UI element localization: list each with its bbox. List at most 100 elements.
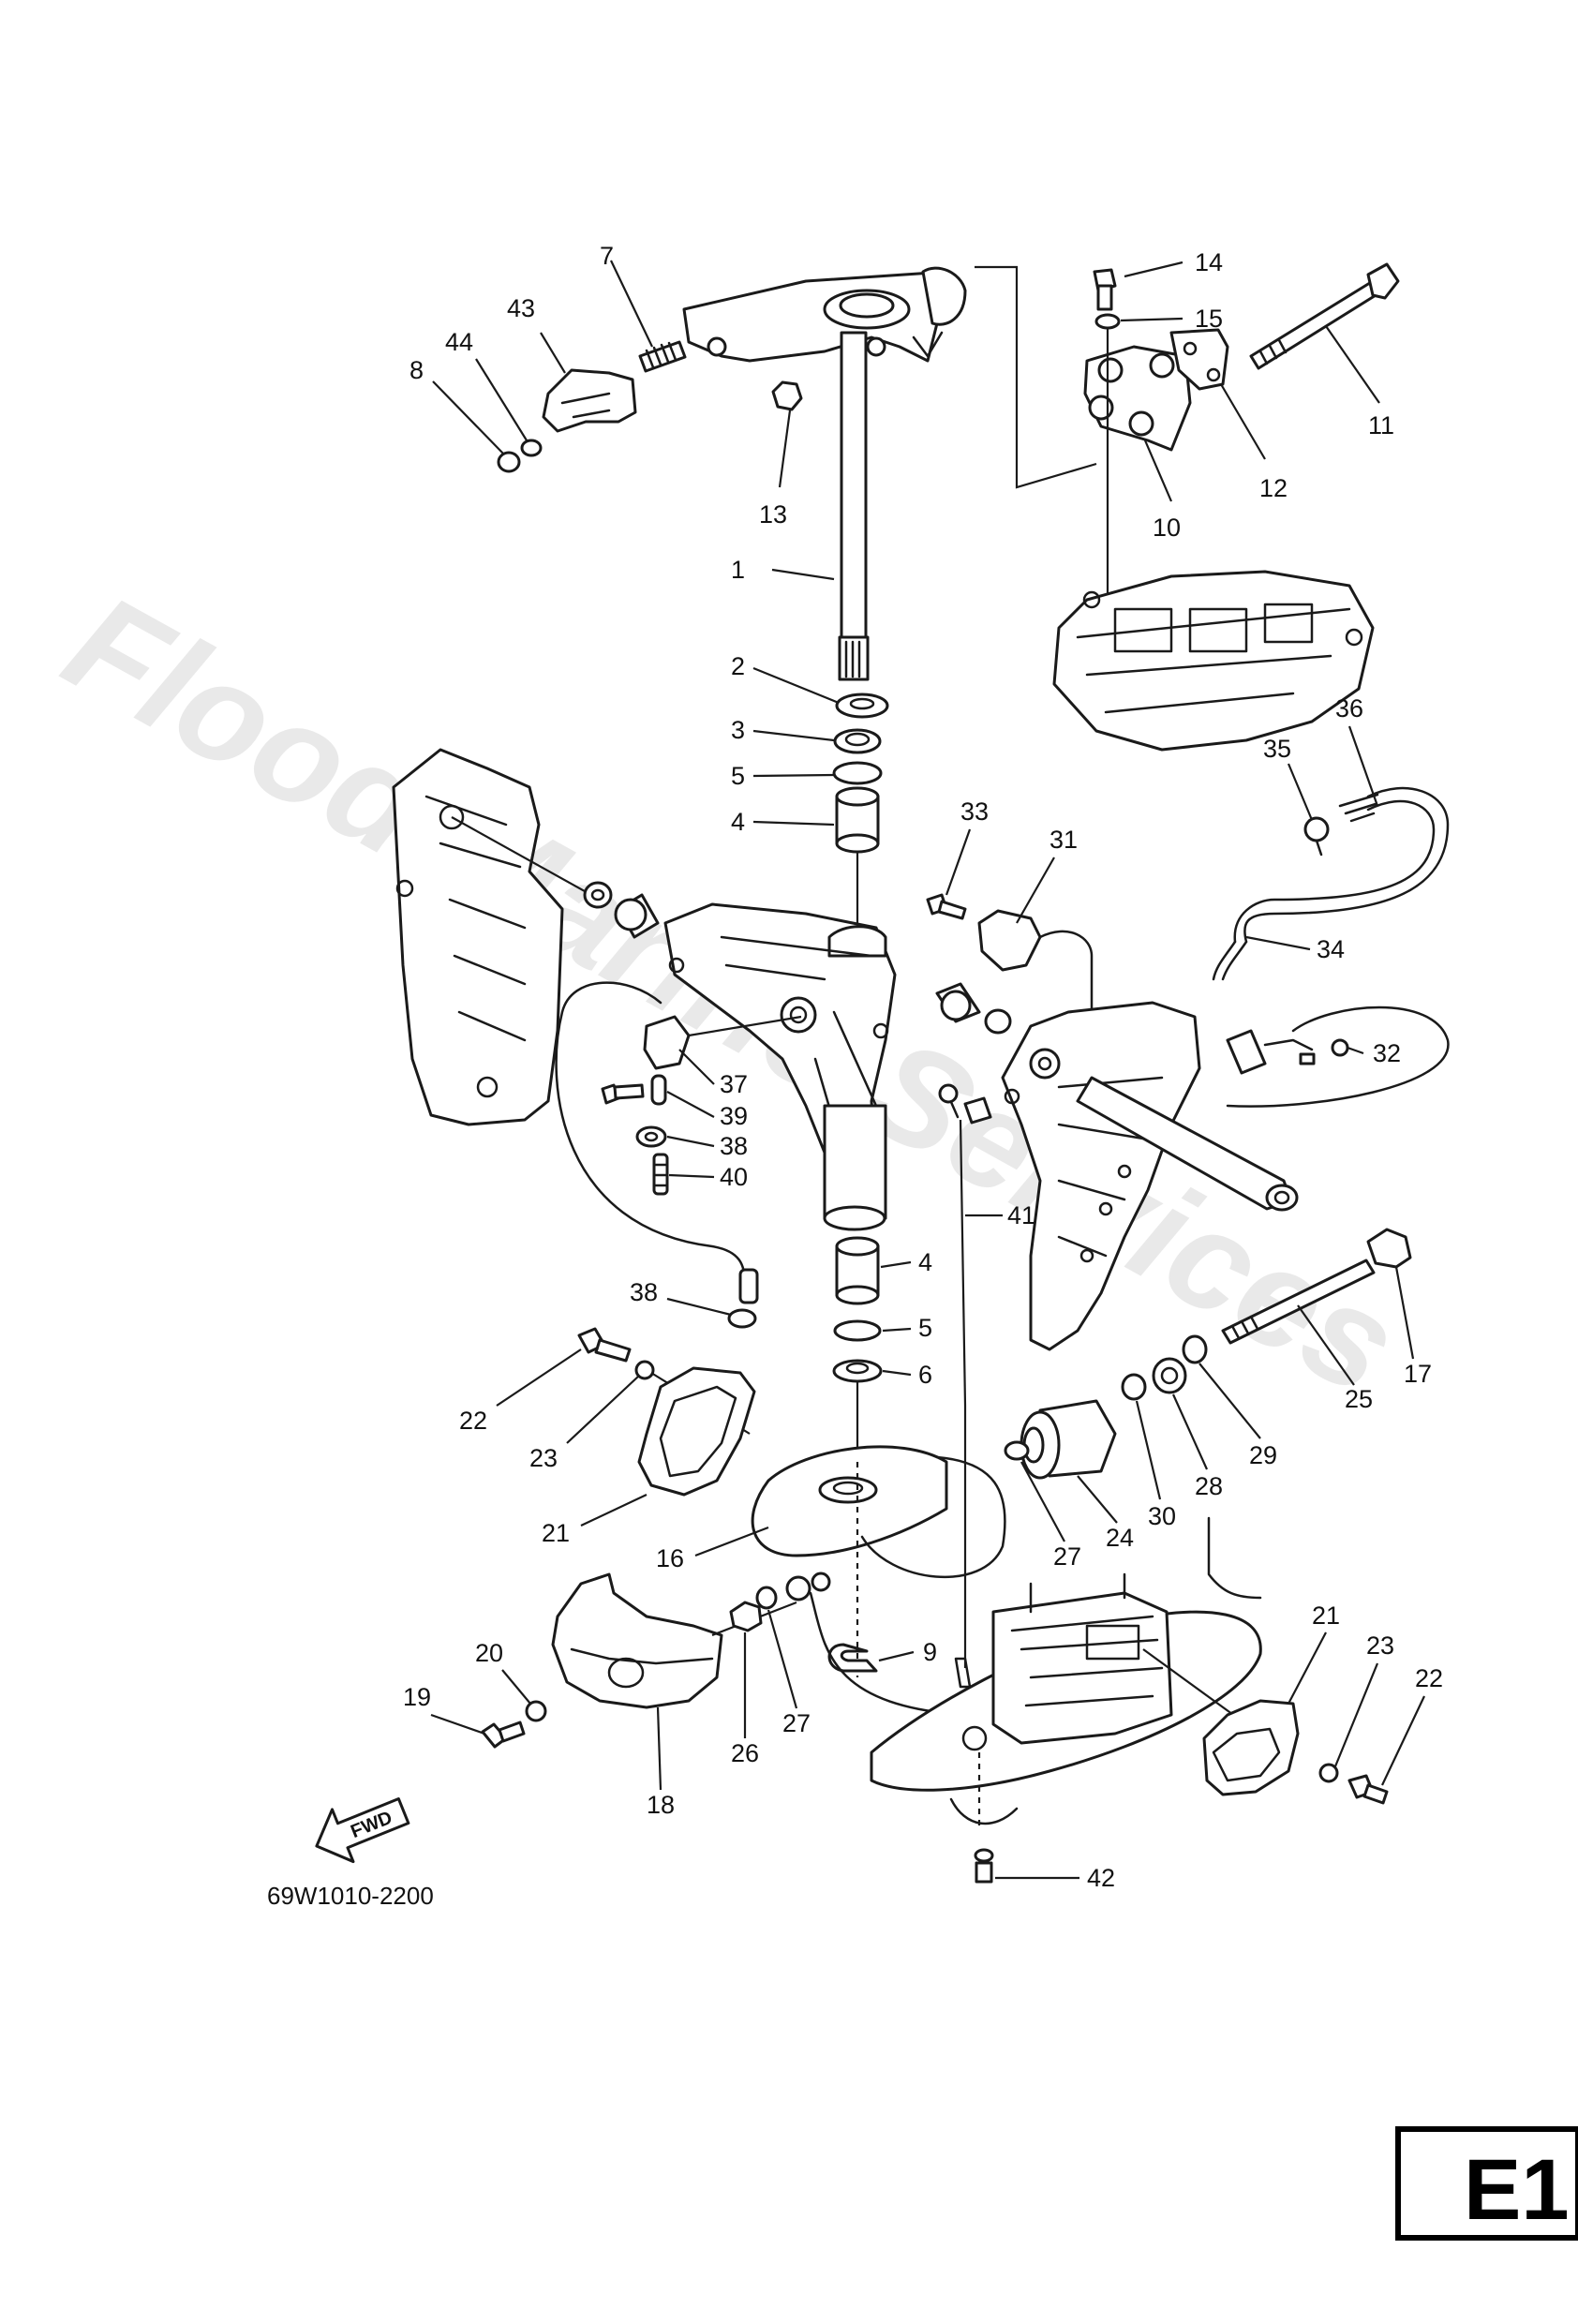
bolt-14 [1093, 268, 1117, 311]
hose-36 [1233, 786, 1450, 944]
tilt-tube [1076, 1076, 1299, 1212]
callout-3: 3 [731, 716, 745, 744]
bolt-19 [481, 1721, 526, 1749]
callout-17: 17 [1404, 1360, 1432, 1388]
washer-15 [1094, 313, 1121, 330]
bracket-10 [1083, 345, 1192, 452]
steering-shaft [838, 331, 870, 681]
callout-24: 24 [1106, 1524, 1134, 1552]
callout-10: 10 [1153, 514, 1181, 542]
callout-37: 37 [720, 1070, 748, 1098]
callout-19: 19 [403, 1683, 431, 1711]
callout-27a: 27 [1053, 1542, 1081, 1571]
callout-42: 42 [1087, 1864, 1115, 1892]
bracket-43 [542, 368, 637, 433]
callout-5b: 5 [918, 1314, 932, 1342]
callout-32: 32 [1373, 1039, 1401, 1067]
callout-2: 2 [731, 652, 745, 680]
fitting-41 [938, 1083, 992, 1125]
callout-4b: 4 [918, 1248, 932, 1276]
callout-5a: 5 [731, 762, 745, 790]
lower-bracket-base-curve [949, 1797, 1019, 1825]
callout-22a: 22 [459, 1407, 487, 1435]
mount-rubber-24 [1020, 1399, 1117, 1480]
link-line-tilt-axis [451, 816, 601, 901]
nut-26 [729, 1601, 763, 1632]
callout-29: 29 [1249, 1441, 1277, 1469]
callout-23a: 23 [529, 1444, 558, 1472]
trim-sensor-31 [977, 909, 1094, 1014]
washer-6 [832, 1359, 883, 1383]
through-bolt-11 [1249, 262, 1400, 370]
lower-bracket-right-edge [1207, 1516, 1262, 1600]
callout-4a: 4 [731, 808, 745, 836]
washer-3 [833, 728, 882, 754]
section-label: E1 [1464, 2142, 1570, 2238]
pin-38-lower [738, 1268, 759, 1304]
bolt-39-left [601, 1083, 645, 1105]
callout-28: 28 [1195, 1472, 1223, 1500]
callout-15: 15 [1195, 305, 1223, 333]
callout-27b: 27 [782, 1709, 811, 1737]
bolt-22-right [1347, 1774, 1389, 1805]
nut-13 [771, 380, 803, 411]
clip-9 [827, 1643, 878, 1673]
washer-44 [520, 439, 543, 457]
callout-30: 30 [1148, 1502, 1176, 1530]
washer-27-left [755, 1586, 778, 1610]
callout-31: 31 [1050, 826, 1078, 854]
washer-right-bushing [984, 1008, 1012, 1035]
callout-8: 8 [409, 356, 424, 384]
callouts: 1 2 3 5 4 7 43 44 8 13 14 15 11 12 10 36… [403, 242, 1443, 1892]
callout-20: 20 [475, 1639, 503, 1667]
washer-30 [1121, 1373, 1147, 1401]
bushing-right [935, 982, 981, 1023]
clamp-37 [643, 1015, 802, 1070]
oring-5-upper [832, 761, 883, 785]
clip-38-lower [727, 1308, 757, 1329]
washer-left-bushing [583, 881, 613, 909]
link-line-arm-to-bracket [975, 265, 1097, 489]
upper-case-housing [1052, 570, 1375, 752]
harness-lower-loop [809, 1455, 1006, 1717]
plate-12 [1169, 328, 1229, 391]
callout-12: 12 [1259, 474, 1288, 502]
washer-28 [1152, 1357, 1187, 1394]
callout-39: 39 [720, 1102, 748, 1130]
cover-21-left [637, 1366, 756, 1497]
oring-5-lower [833, 1319, 882, 1342]
bolt-22-left [577, 1327, 632, 1363]
washer-stack-left [785, 1572, 831, 1601]
section-box: E1 [1395, 2126, 1578, 2241]
bushing-4-lower [835, 1236, 880, 1305]
callout-14: 14 [1195, 248, 1223, 276]
callout-9: 9 [923, 1638, 937, 1666]
callout-36: 36 [1335, 694, 1363, 723]
callout-21a: 21 [542, 1519, 570, 1547]
cover-21-right [1202, 1699, 1300, 1796]
clip-38-upper [635, 1125, 667, 1148]
bolt-25 [1221, 1259, 1376, 1345]
pin-39 [650, 1074, 667, 1106]
callout-1: 1 [731, 556, 745, 584]
hose-34 [1212, 940, 1248, 981]
callout-34: 34 [1317, 935, 1345, 963]
nut-17 [1366, 1228, 1412, 1269]
callout-18: 18 [647, 1791, 675, 1819]
callout-38a: 38 [720, 1132, 748, 1160]
callout-26: 26 [731, 1739, 759, 1767]
hose-clip-35 [1303, 816, 1330, 857]
callout-16: 16 [656, 1544, 684, 1572]
callout-25: 25 [1345, 1385, 1373, 1413]
washer-2 [835, 693, 889, 719]
cowling-18 [551, 1572, 723, 1709]
harness-loop [555, 981, 747, 1286]
callout-33: 33 [960, 797, 989, 826]
callout-11: 11 [1368, 411, 1394, 439]
fwd-arrow-icon: FWD [315, 1797, 410, 1864]
steering-arm [682, 266, 967, 363]
washer-23-right [1318, 1763, 1339, 1783]
clamp-bracket-right [1001, 1001, 1201, 1351]
ground-lead-41 [959, 1119, 967, 1668]
